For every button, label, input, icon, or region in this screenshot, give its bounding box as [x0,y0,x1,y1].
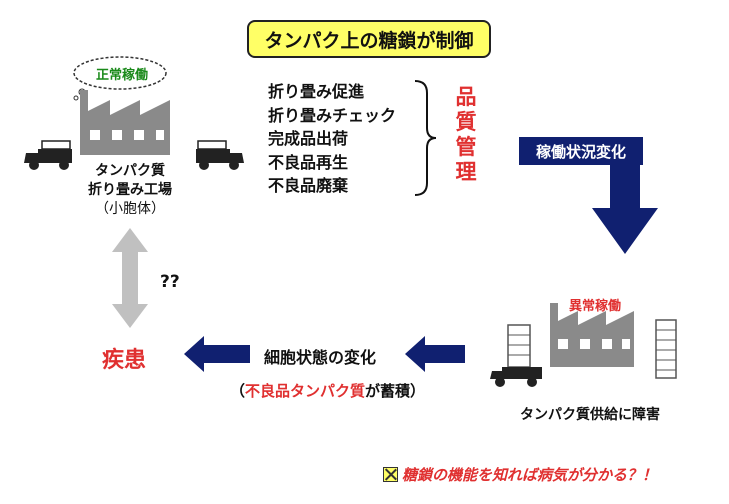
normal-status-label: 正常稼働 [95,68,148,83]
cell-state-change-label: 細胞状態の変化 [264,348,377,367]
accum-highlight: 不良品タンパク質 [245,382,366,400]
qc-label-char: 理 [455,160,477,184]
caption-line: タンパク質 [95,163,165,179]
quality-control-label: 品 質 管 理 [455,85,477,185]
normal-factory-caption: タンパク質 折り畳み工場 （小胞体） [70,162,190,219]
title-box: タンパク上の糖鎖が制御 [247,20,491,58]
disease-label: 疾患 [102,348,147,373]
checkbox-icon [383,467,398,482]
normal-factory-illustration [24,56,244,170]
left-arrow-icon [184,336,250,372]
left-arrow-icon [405,336,465,372]
qc-item: 完成品出荷 [268,129,349,148]
accum-open: （ [230,382,246,400]
quality-control-list: 折り畳み促進 折り畳みチェック 完成品出荷 不良品再生 不良品廃棄 [268,80,396,198]
qc-item: 不良品再生 [268,152,349,172]
qc-label-char: 管 [455,135,477,159]
title-text: タンパク上の糖鎖が制御 [264,29,474,52]
qc-item: 折り畳み促進 [268,82,365,101]
caption-line: （小胞体） [95,201,165,217]
qc-label-char: 品 [455,85,477,109]
truck-icon [196,140,244,170]
factory-icon [550,303,634,367]
double-arrow-icon [112,228,148,328]
crate-stack-icon [655,319,677,379]
factory-icon [80,90,170,155]
abnormal-factory-illustration [490,303,677,387]
state-change-arrow-icon [592,158,658,254]
qc-item: 折り畳みチェック [268,105,397,125]
supply-caption: タンパク質供給に障害 [520,407,660,423]
qc-label-char: 質 [455,110,477,134]
footer-note: 糖鎖の機能を知れば病気が分かる？！ [383,464,657,485]
status-cloud-icon [73,56,167,101]
abnormal-status-label: 異常稼働 [568,299,621,314]
caption-line: 折り畳み工場 [88,182,172,198]
accum-rest: が蓄積） [365,382,426,400]
state-change-label: 稼働状況変化 [519,137,643,165]
qc-item: 不良品廃棄 [268,176,349,195]
unknown-link-label: ?? [160,272,180,292]
footer-text: 糖鎖の機能を知れば病気が分かる？！ [402,466,658,484]
truck-icon [24,140,72,170]
overloaded-truck-icon [490,324,542,387]
accumulation-note: （不良品タンパク質が蓄積） [230,380,425,401]
bracket-icon [414,80,437,196]
